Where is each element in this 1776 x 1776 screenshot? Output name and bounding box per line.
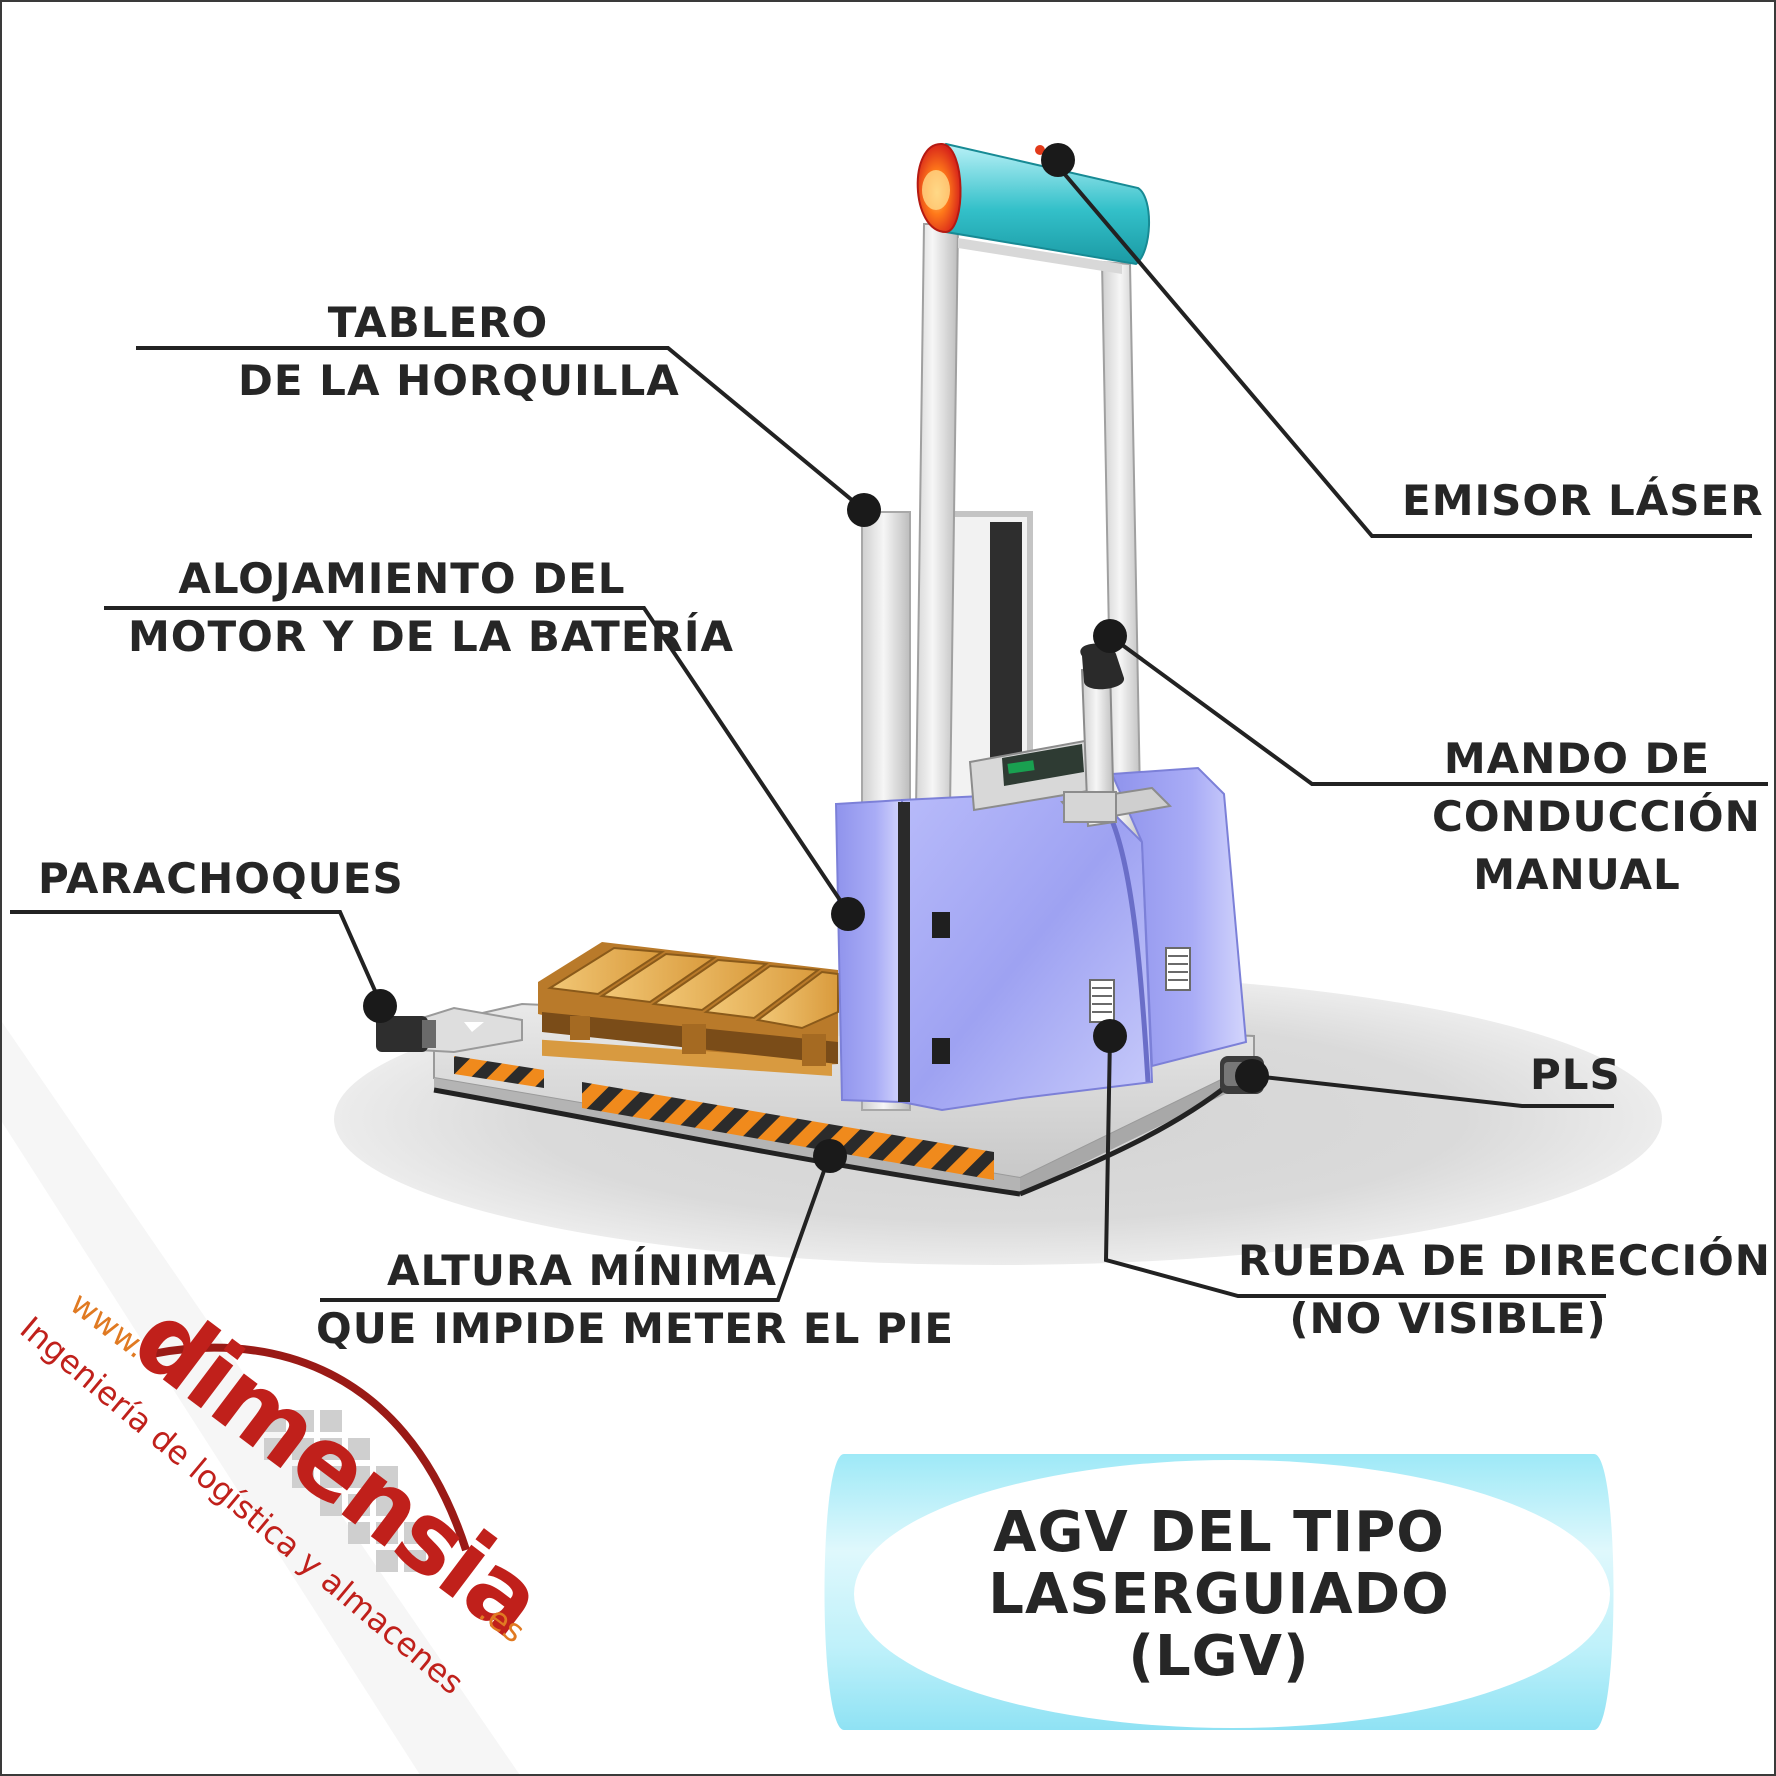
motor-battery-housing xyxy=(836,768,1246,1110)
diagram-title: AGV DEL TIPO LASERGUIADO (LGV) xyxy=(828,1502,1610,1688)
label-pls: PLS xyxy=(1530,1046,1621,1104)
label-emisor: EMISOR LÁSER xyxy=(1402,472,1764,530)
label-mando: MANDO DE CONDUCCIÓN MANUAL xyxy=(1432,730,1722,904)
pallet xyxy=(538,942,838,1076)
label-tablero: TABLERO DE LA HORQUILLA xyxy=(238,294,638,410)
label-parachoques: PARACHOQUES xyxy=(38,850,404,908)
label-rueda: RUEDA DE DIRECCIÓN (NO VISIBLE) xyxy=(1238,1232,1658,1348)
label-altura: ALTURA MÍNIMA QUE IMPIDE METER EL PIE xyxy=(316,1242,848,1358)
label-alojamiento: ALOJAMIENTO DEL MOTOR Y DE LA BATERÍA xyxy=(128,550,676,666)
